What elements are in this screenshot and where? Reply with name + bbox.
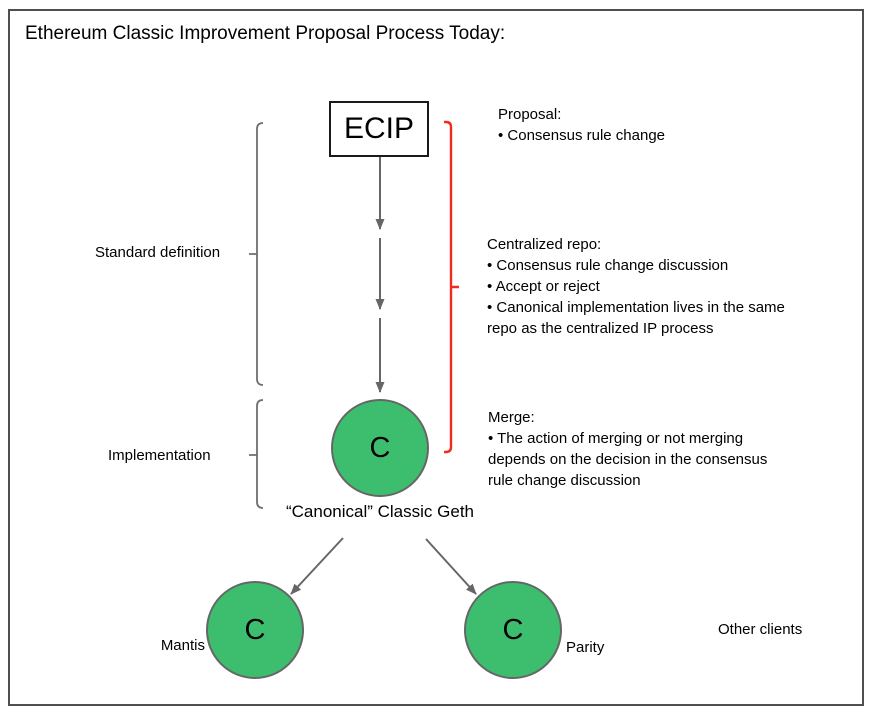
arrow-canonical-to-parity (425, 538, 477, 595)
annotation-line: rule change discussion (488, 472, 641, 489)
node-canonical-letter: C (369, 431, 391, 464)
node-mantis-label: Mantis (160, 637, 205, 654)
arrow-canonical-to-mantis (290, 537, 344, 595)
annotation-line: Centralized repo: (487, 236, 602, 253)
annotation-line: depends on the decision in the consensus (488, 451, 768, 468)
annotation-line: • Accept or reject (487, 278, 600, 295)
annotation-line: • Consensus rule change discussion (487, 257, 729, 274)
ecip-box (329, 101, 429, 157)
annotation-centralized-repo: Centralized repo: • Consensus rule chang… (487, 234, 785, 339)
node-canonical-circle (331, 399, 429, 497)
bracket-red-process (444, 120, 459, 454)
label-standard-definition: Standard definition (95, 244, 221, 261)
node-parity-letter: C (502, 613, 524, 646)
annotation-line: • The action of merging or not merging (488, 430, 744, 447)
label-implementation: Implementation (108, 447, 211, 464)
bracket-standard-definition (249, 122, 264, 386)
annotation-line: • Canonical implementation lives in the … (487, 299, 785, 316)
other-clients-label: Other clients (718, 621, 803, 638)
page-title: Ethereum Classic Improvement Proposal Pr… (25, 23, 506, 44)
node-mantis-letter: C (244, 613, 266, 646)
annotation-line: Merge: (488, 409, 535, 426)
annotation-line: Proposal: (498, 106, 562, 123)
annotation-proposal: Proposal: • Consensus rule change (498, 104, 665, 146)
annotation-line: repo as the centralized IP process (487, 320, 714, 337)
page-frame (8, 9, 864, 706)
bracket-implementation (249, 399, 264, 509)
annotation-merge: Merge: • The action of merging or not me… (488, 407, 767, 491)
node-parity-label: Parity (566, 639, 605, 656)
annotation-line: • Consensus rule change (498, 127, 666, 144)
node-canonical-caption: “Canonical” Classic Geth (285, 502, 474, 521)
node-parity-circle (464, 581, 562, 679)
node-mantis-circle (206, 581, 304, 679)
ecip-label: ECIP (343, 112, 415, 145)
